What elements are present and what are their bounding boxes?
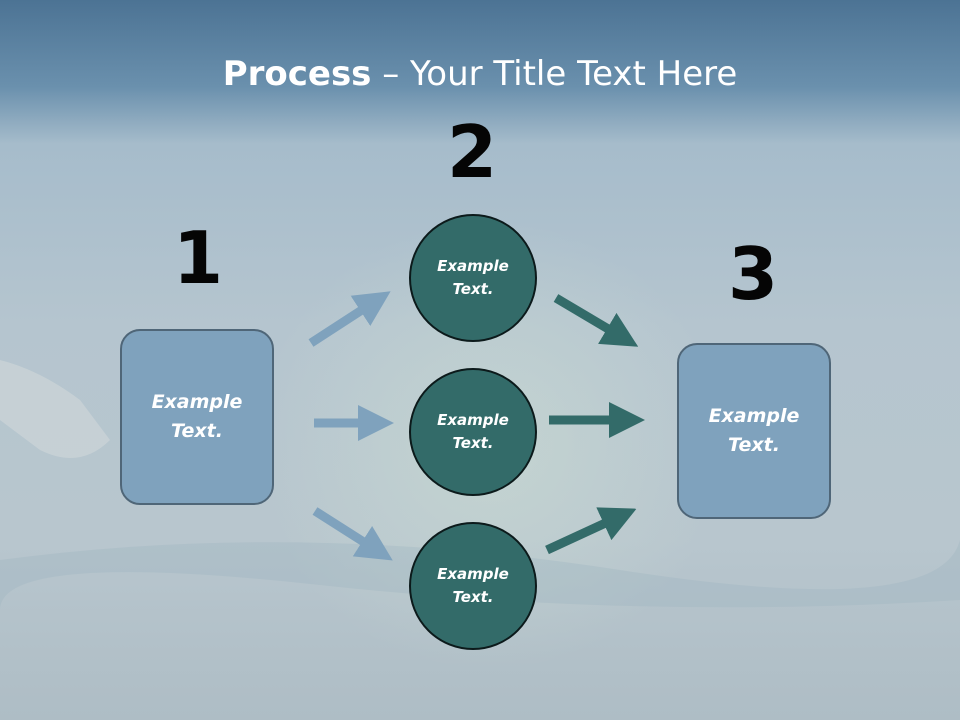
box-step-1: Example Text. (120, 329, 274, 505)
step-number-1: 1 (172, 216, 224, 300)
title-rest-part: – Your Title Text Here (371, 54, 738, 94)
step-number-3: 3 (727, 232, 779, 316)
title-bold-part: Process (222, 54, 372, 94)
box-step-3: Example Text. (677, 343, 831, 519)
circle-top: Example Text. (409, 214, 537, 342)
slide-title: Process – Your Title Text Here (0, 52, 960, 96)
circle-bottom: Example Text. (409, 522, 537, 650)
circle-middle: Example Text. (409, 368, 537, 496)
step-number-2: 2 (446, 110, 498, 194)
